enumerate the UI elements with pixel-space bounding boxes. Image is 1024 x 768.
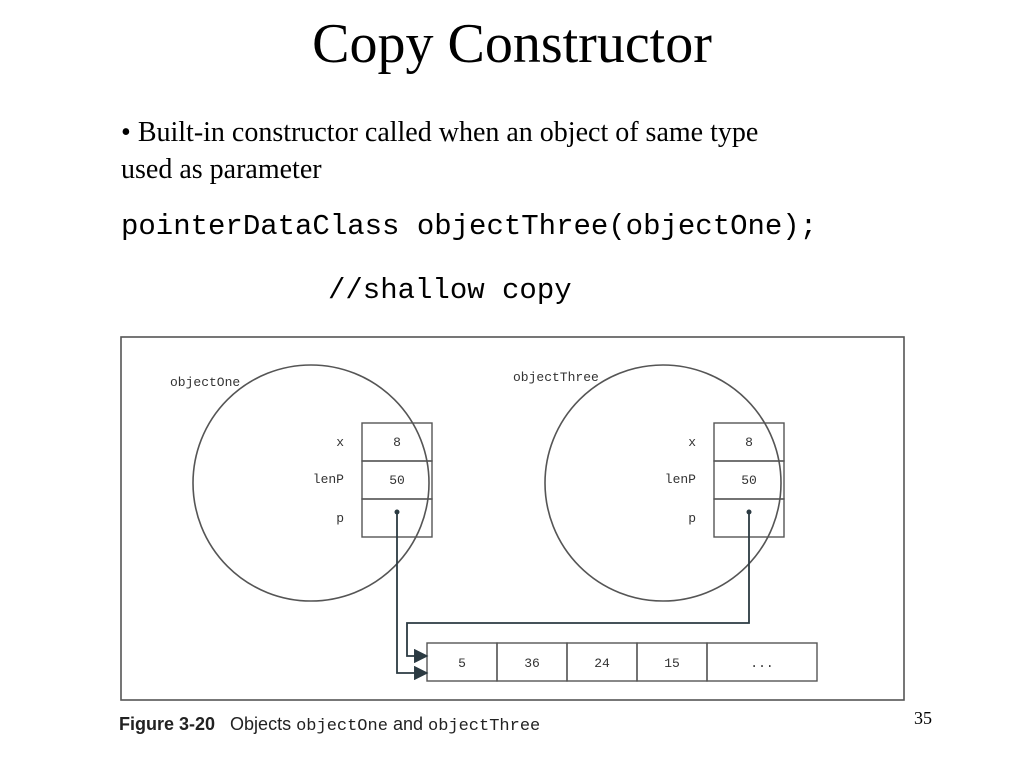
pointer-arrow-object-one bbox=[396, 512, 429, 681]
page-number: 35 bbox=[914, 708, 932, 728]
array-value-4: ... bbox=[750, 656, 773, 671]
object-three-value-x: 8 bbox=[745, 435, 753, 450]
bullet-line-1: Built-in constructor called when an obje… bbox=[137, 117, 759, 148]
object-one-value-x: 8 bbox=[393, 435, 401, 450]
array-value-3: 15 bbox=[664, 656, 680, 671]
caption-text-b: and bbox=[392, 714, 423, 734]
slide-title: Copy Constructor bbox=[312, 13, 712, 75]
caption-text-a: Objects bbox=[230, 714, 292, 734]
object-three-value-lenP: 50 bbox=[741, 473, 757, 488]
bullet-symbol: • bbox=[121, 117, 131, 148]
object-one: objectOne x lenP p 8 50 bbox=[170, 364, 433, 602]
pointer-dot-object-three bbox=[746, 509, 752, 515]
object-one-label: objectOne bbox=[170, 375, 240, 390]
figure-caption: Figure 3-20 Objects objectOne and object… bbox=[119, 714, 540, 736]
shallow-copy-diagram: objectOne x lenP p 8 50 objectThree x le… bbox=[120, 336, 905, 701]
pointer-arrow-object-three bbox=[406, 512, 750, 664]
object-three: objectThree x lenP p 8 50 bbox=[513, 364, 785, 602]
object-three-circle bbox=[544, 364, 782, 602]
caption-object-one: objectOne bbox=[296, 717, 388, 736]
figure-label: Figure 3-20 bbox=[119, 714, 216, 734]
caption-object-three: objectThree bbox=[428, 717, 541, 736]
object-three-field-p-label: p bbox=[688, 511, 696, 526]
code-line-2: //shallow copy bbox=[328, 274, 572, 307]
object-three-field-x-label: x bbox=[688, 435, 696, 450]
array-cell-4 bbox=[706, 642, 818, 682]
dynamic-array: 5 36 24 15 ... bbox=[426, 642, 818, 682]
array-value-1: 36 bbox=[524, 656, 540, 671]
bullet-point: • Built-in constructor called when an ob… bbox=[121, 114, 921, 188]
code-line-1: pointerDataClass objectThree(objectOne); bbox=[121, 210, 818, 243]
object-one-field-p-label: p bbox=[336, 511, 344, 526]
diagram-frame bbox=[120, 336, 905, 701]
array-value-2: 24 bbox=[594, 656, 610, 671]
object-one-field-lenP-label: lenP bbox=[313, 472, 344, 487]
object-one-field-x-label: x bbox=[336, 435, 344, 450]
bullet-line-2: used as parameter bbox=[121, 154, 322, 186]
pointer-dot-object-one bbox=[394, 509, 400, 515]
object-one-value-lenP: 50 bbox=[389, 473, 405, 488]
object-one-circle bbox=[192, 364, 430, 602]
object-three-field-lenP-label: lenP bbox=[665, 472, 696, 487]
array-value-0: 5 bbox=[458, 656, 466, 671]
object-three-label: objectThree bbox=[513, 370, 599, 385]
